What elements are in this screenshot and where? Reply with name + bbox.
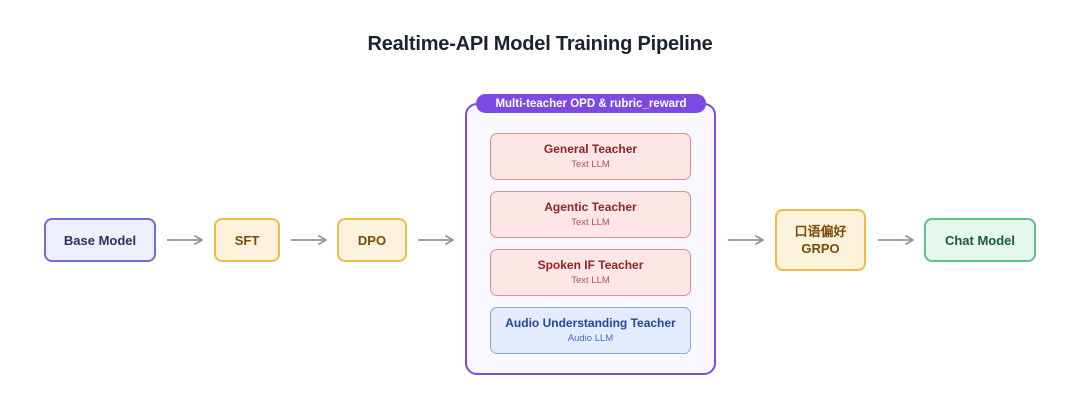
- teacher-audio-understanding: Audio Understanding Teacher Audio LLM: [490, 307, 691, 354]
- teacher-type: Text LLM: [571, 275, 610, 286]
- teacher-agentic: Agentic Teacher Text LLM: [490, 191, 691, 238]
- teacher-type: Audio LLM: [567, 333, 614, 344]
- teacher-general: General Teacher Text LLM: [490, 133, 691, 180]
- chat-model-node: Chat Model: [924, 218, 1036, 262]
- teacher-type: Text LLM: [571, 217, 610, 228]
- grpo-label-line2: GRPO: [801, 241, 840, 256]
- teacher-name: General Teacher: [543, 142, 638, 156]
- teacher-name: Agentic Teacher: [544, 200, 637, 214]
- dpo-label: DPO: [357, 232, 387, 248]
- teacher-type: Text LLM: [571, 159, 610, 170]
- teacher-name: Audio Understanding Teacher: [505, 316, 676, 330]
- grpo-label-line1: 口语偏好: [794, 224, 847, 239]
- chat-model-label: Chat Model: [944, 232, 1016, 248]
- sft-label: SFT: [234, 232, 260, 248]
- teacher-spoken-if: Spoken IF Teacher Text LLM: [490, 249, 691, 296]
- multi-teacher-group-label: Multi-teacher OPD & rubric_reward: [476, 94, 706, 113]
- teacher-name: Spoken IF Teacher: [537, 258, 644, 272]
- diagram-title: Realtime-API Model Training Pipeline: [367, 33, 713, 55]
- sft-node: SFT: [214, 218, 280, 262]
- base-model-label: Base Model: [63, 232, 137, 248]
- base-model-node: Base Model: [44, 218, 156, 262]
- dpo-node: DPO: [337, 218, 407, 262]
- grpo-node: 口语偏好 GRPO: [775, 209, 866, 271]
